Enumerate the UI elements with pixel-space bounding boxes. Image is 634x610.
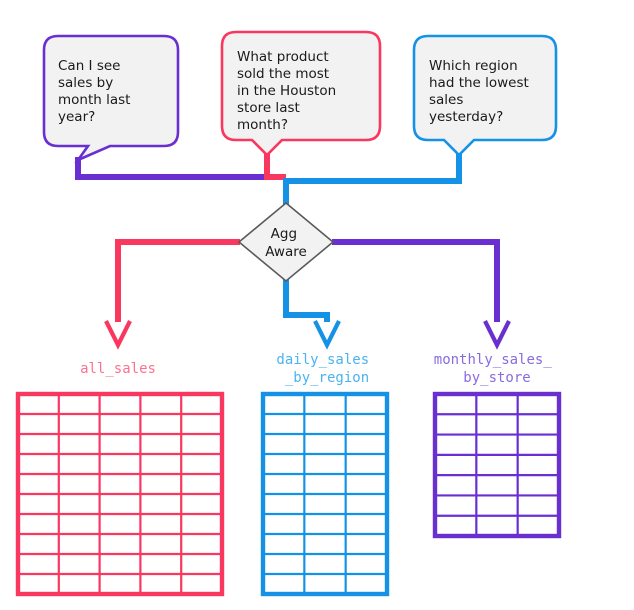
bubble-text-2: Which region had the lowest sales yester… bbox=[429, 58, 533, 125]
connector-question-houston-product bbox=[264, 152, 286, 180]
bubble-line: Can I see bbox=[58, 58, 120, 74]
connector-to-monthly-sales-by-store bbox=[332, 239, 500, 322]
agg-aware-label: Agg Aware bbox=[265, 226, 307, 260]
agg-aware-node[interactable]: Agg Aware bbox=[237, 201, 335, 283]
bubble-line: month? bbox=[237, 117, 288, 133]
bubble-line: Which region bbox=[429, 58, 518, 74]
connector-question-month-sales bbox=[75, 157, 267, 180]
bubble-line: had the lowest bbox=[429, 75, 529, 91]
connector-to-all-sales bbox=[115, 239, 240, 322]
table-frame bbox=[432, 391, 562, 539]
bubble-text-1: What product sold the most in the Housto… bbox=[237, 49, 340, 133]
node-line: Aware bbox=[265, 244, 307, 260]
bubble-line: sales by bbox=[58, 75, 113, 91]
diamond-shape bbox=[237, 201, 335, 283]
bubble-line: What product bbox=[237, 49, 329, 65]
bubble-outline-2 bbox=[412, 34, 558, 157]
bubble-line: month last bbox=[58, 92, 130, 108]
bubble-line: in the Houston bbox=[237, 83, 336, 99]
connector-group-bottom bbox=[104, 239, 511, 350]
bubble-line: store last bbox=[237, 100, 300, 116]
bubble-outline-1 bbox=[220, 30, 382, 157]
connector-group-top bbox=[75, 152, 462, 205]
arrowhead-monthly-sales-by-store bbox=[483, 320, 511, 350]
label-line: _by_region bbox=[285, 370, 369, 386]
table-grid-daily-sales-by-region[interactable] bbox=[260, 391, 390, 597]
table-label-all-sales: all_sales bbox=[80, 361, 156, 377]
bubble-line: sales bbox=[429, 92, 463, 108]
speech-bubble-region-sales[interactable]: Which region had the lowest sales yester… bbox=[412, 34, 558, 157]
label-line: all_sales bbox=[80, 361, 156, 377]
connector-question-region-sales bbox=[283, 152, 462, 205]
speech-bubble-month-sales[interactable]: Can I see sales by month last year? bbox=[42, 34, 180, 164]
arrowhead-all-sales bbox=[104, 320, 132, 350]
bubble-outline-0 bbox=[42, 34, 180, 164]
node-line: Agg bbox=[271, 226, 297, 242]
table-label-daily-sales-by-region: daily_sales _by_region bbox=[276, 352, 377, 386]
bubble-line: sold the most bbox=[237, 66, 329, 82]
table-label-monthly-sales-by-store: monthly_sales_ by_store bbox=[434, 352, 560, 386]
bubble-text-0: Can I see sales by month last year? bbox=[58, 58, 135, 125]
bubble-line: year? bbox=[58, 109, 95, 125]
table-grid-monthly-sales-by-store[interactable] bbox=[432, 391, 562, 539]
arrowhead-daily-sales-by-region bbox=[313, 320, 341, 350]
label-line: by_store bbox=[463, 370, 530, 386]
connector-to-daily-sales-by-region bbox=[283, 278, 330, 322]
label-line: monthly_sales_ bbox=[434, 352, 553, 368]
speech-bubble-houston-product[interactable]: What product sold the most in the Housto… bbox=[220, 30, 382, 157]
bubble-line: yesterday? bbox=[429, 109, 503, 125]
label-line: daily_sales bbox=[276, 352, 369, 368]
table-grid-all-sales[interactable] bbox=[15, 391, 225, 597]
